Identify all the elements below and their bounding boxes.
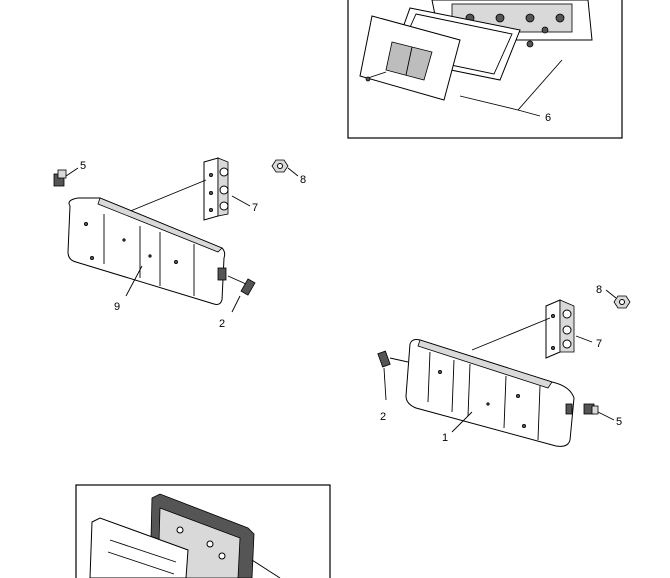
part-label-right-7: 7 bbox=[596, 338, 602, 350]
part-label-left-7: 7 bbox=[252, 202, 258, 214]
part-label-left-9: 9 bbox=[114, 301, 120, 313]
left-nut bbox=[271, 159, 289, 173]
top-lens-screw bbox=[367, 71, 387, 79]
left-lamp-assembly: 5 7 8 bbox=[53, 157, 306, 330]
left-wiring-connector bbox=[227, 275, 256, 313]
part-label-6: 6 bbox=[545, 112, 551, 124]
right-wiring-connector bbox=[377, 350, 409, 401]
part-label-left-8: 8 bbox=[300, 174, 306, 186]
part-label-right-8: 8 bbox=[596, 284, 602, 296]
bottom-detail-inset bbox=[75, 484, 331, 578]
part-label-left-5: 5 bbox=[80, 160, 86, 172]
top-detail-inset: 6 bbox=[347, 0, 623, 139]
part-label-right-1: 1 bbox=[442, 432, 448, 444]
right-clip bbox=[583, 403, 599, 415]
left-rear-lamp bbox=[67, 197, 227, 305]
bottom-inset-frame bbox=[75, 484, 331, 578]
bottom-lens bbox=[89, 517, 189, 578]
top-lens bbox=[359, 15, 461, 101]
part-label-left-2: 2 bbox=[219, 318, 225, 330]
left-mounting-bracket bbox=[203, 157, 229, 221]
top-inset-frame bbox=[347, 0, 623, 139]
bottom-callout-line bbox=[251, 559, 281, 578]
right-lamp-assembly: 7 8 2 bbox=[377, 284, 631, 447]
part-label-right-5: 5 bbox=[616, 416, 622, 428]
left-clip bbox=[53, 169, 67, 187]
part-label-right-2: 2 bbox=[380, 411, 386, 423]
right-mounting-bracket bbox=[545, 299, 575, 359]
right-rear-lamp bbox=[405, 339, 575, 447]
right-nut bbox=[613, 295, 631, 309]
